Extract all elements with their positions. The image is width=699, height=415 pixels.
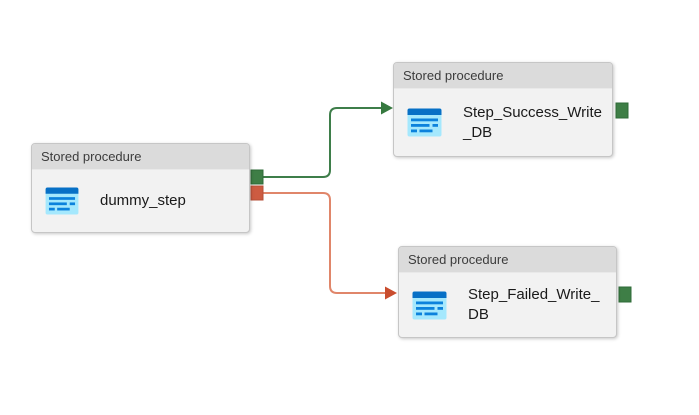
stored-procedure-icon — [412, 291, 447, 320]
node-body: dummy_step — [32, 170, 249, 232]
node-step-success-write-db[interactable]: Stored procedure Step_Success_Write_DB — [393, 62, 613, 157]
node-type-header: Stored procedure — [399, 247, 616, 273]
node-step-failed-write-db[interactable]: Stored procedure Step_Failed_Write_DB — [398, 246, 617, 338]
node-name: Step_Failed_Write_DB — [468, 286, 600, 323]
node-body: Step_Failed_Write_DB — [399, 273, 616, 337]
node-type-header: Stored procedure — [394, 63, 612, 89]
success-arrowhead-icon — [381, 101, 393, 115]
node-name: Step_Success_Write_DB — [463, 103, 602, 141]
failure-output-port[interactable] — [250, 185, 264, 201]
success-output-port[interactable] — [618, 286, 632, 303]
failure-edge[interactable] — [263, 192, 385, 294]
stored-procedure-icon — [45, 187, 79, 215]
node-name: dummy_step — [100, 192, 186, 209]
success-output-port[interactable] — [615, 102, 629, 119]
node-dummy-step[interactable]: Stored procedure dummy_step — [31, 143, 250, 233]
node-type-header: Stored procedure — [32, 144, 249, 170]
success-edge[interactable] — [263, 107, 381, 178]
node-body: Step_Success_Write_DB — [394, 89, 612, 156]
stored-procedure-icon — [407, 108, 442, 137]
failure-arrowhead-icon — [385, 286, 397, 300]
success-output-port[interactable] — [250, 169, 264, 185]
